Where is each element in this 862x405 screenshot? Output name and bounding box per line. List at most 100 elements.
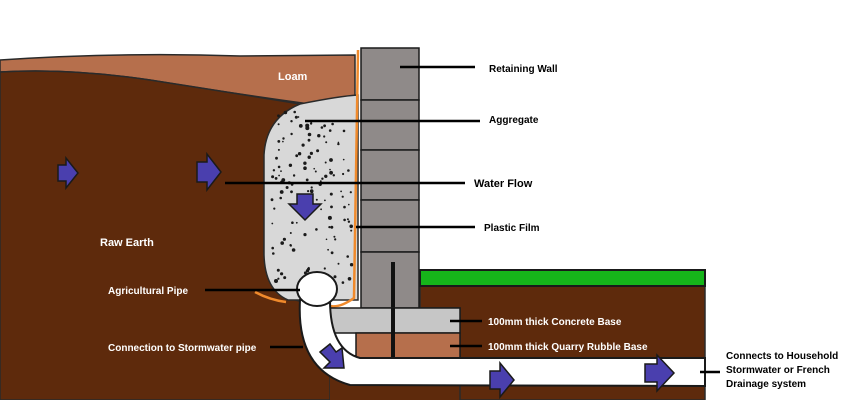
arrow-right-icon: [57, 155, 79, 191]
aggregate-speckle: [349, 263, 354, 267]
aggregate-speckle: [282, 140, 284, 143]
aggregate-speckle: [270, 198, 274, 202]
aggregate-speckle: [314, 170, 317, 173]
stormwater-pipe: [298, 299, 706, 388]
aggregate-speckle: [283, 276, 287, 280]
aggregate-speckle: [277, 165, 281, 169]
aggregate-speckle: [324, 161, 327, 164]
label-plastic-film: Plastic Film: [484, 223, 540, 234]
aggregate-speckle: [305, 123, 310, 128]
aggregate-speckle: [341, 281, 345, 284]
aggregate-speckle: [274, 177, 278, 180]
aggregate-speckle: [272, 169, 276, 172]
wall-block: [360, 99, 420, 151]
aggregate-speckle: [332, 174, 335, 177]
aggregate-speckle: [277, 277, 280, 280]
aggregate-speckle: [295, 154, 299, 158]
aggregate-speckle: [271, 222, 274, 225]
aggregate-speckle: [346, 218, 349, 221]
aggregate-speckle: [320, 208, 322, 211]
aggregate-speckle: [320, 126, 324, 129]
aggregate-speckle: [303, 166, 307, 170]
aggregate-speckle: [323, 267, 326, 270]
aggregate-speckle: [329, 168, 331, 171]
aggregate-speckle: [307, 132, 312, 137]
aggregate-speckle: [277, 148, 280, 151]
aggregate-speckle: [282, 237, 286, 241]
aggregate-speckle: [329, 158, 333, 162]
label-connects-line2: Stormwater or French: [726, 365, 830, 376]
aggregate-speckle: [330, 251, 334, 255]
aggregate-speckle: [309, 122, 313, 125]
aggregate-speckle: [350, 229, 353, 232]
aggregate-speckle: [340, 190, 342, 193]
aggregate-speckle: [317, 134, 321, 138]
aggregate-speckle: [313, 167, 316, 170]
arrow-down-right-icon: [318, 342, 345, 369]
aggregate-speckle: [271, 246, 275, 250]
aggregate-speckle: [309, 151, 313, 155]
aggregate-speckle: [329, 192, 333, 196]
label-connects-line1: Connects to Household: [726, 351, 838, 362]
aggregate-speckle: [276, 268, 280, 272]
aggregate-speckle: [319, 180, 322, 183]
aggregate-speckle: [307, 266, 310, 269]
aggregate-speckle: [301, 143, 305, 147]
aggregate-speckle: [288, 163, 293, 167]
label-agricultural-pipe: Agricultural Pipe: [108, 286, 188, 297]
aggregate-speckle: [323, 124, 326, 128]
aggregate-speckle: [303, 233, 307, 237]
aggregate-speckle: [316, 149, 320, 153]
aggregate-speckle: [329, 170, 333, 175]
aggregate-speckle: [323, 135, 326, 138]
label-raw-earth: Raw Earth: [100, 237, 154, 249]
label-water-flow: Water Flow: [474, 178, 533, 190]
aggregate-speckle: [298, 124, 303, 128]
agricultural-pipe: [296, 271, 338, 307]
aggregate-speckle: [343, 218, 346, 222]
retaining-wall: [360, 47, 420, 309]
aggregate-speckle: [289, 232, 292, 234]
plastic-film-lower: [254, 290, 287, 304]
arrow-right-icon: [644, 353, 676, 393]
aggregate-speckle: [297, 116, 300, 118]
leader-lines: [205, 65, 720, 374]
wall-block: [360, 149, 420, 201]
plastic-film: [329, 49, 360, 308]
aggregate-speckle: [303, 161, 307, 165]
aggregate-speckle: [342, 172, 345, 176]
aggregate-speckle: [271, 175, 275, 179]
aggregate-speckle: [280, 170, 282, 173]
aggregate-speckle: [347, 277, 352, 281]
label-aggregate: Aggregate: [489, 115, 539, 126]
aggregate-speckle: [290, 132, 293, 136]
wall-block: [360, 47, 420, 101]
aggregate-speckle: [327, 248, 329, 251]
aggregate-speckle: [330, 205, 333, 209]
aggregate-speckle: [321, 177, 324, 180]
arrow-down-icon: [287, 193, 323, 222]
aggregate-speckle: [343, 205, 346, 209]
aggregate-speckle: [337, 142, 340, 146]
water-flow-arrows: [57, 151, 676, 400]
aggregate-speckle: [279, 190, 284, 194]
aggregate-speckle: [282, 137, 285, 140]
aggregate-speckle: [295, 221, 298, 224]
label-connects-line3: Drainage system: [726, 379, 806, 390]
aggregate-speckle: [277, 140, 281, 143]
aggregate-speckle: [290, 190, 293, 194]
aggregate-speckle: [325, 238, 328, 241]
aggregate-speckle: [334, 238, 337, 241]
aggregate-speckle: [327, 215, 332, 220]
aggregate-speckle: [346, 255, 350, 258]
aggregate-speckle: [273, 207, 276, 210]
aggregate-speckle: [272, 252, 275, 255]
aggregate-speckle: [307, 155, 311, 159]
aggregate-speckle: [328, 226, 331, 229]
aggregate-speckle: [324, 174, 328, 178]
aggregate-speckle: [315, 198, 318, 201]
aggregate-speckle: [324, 199, 326, 202]
aggregate-speckle: [341, 195, 344, 198]
aggregate-speckle: [278, 174, 280, 177]
